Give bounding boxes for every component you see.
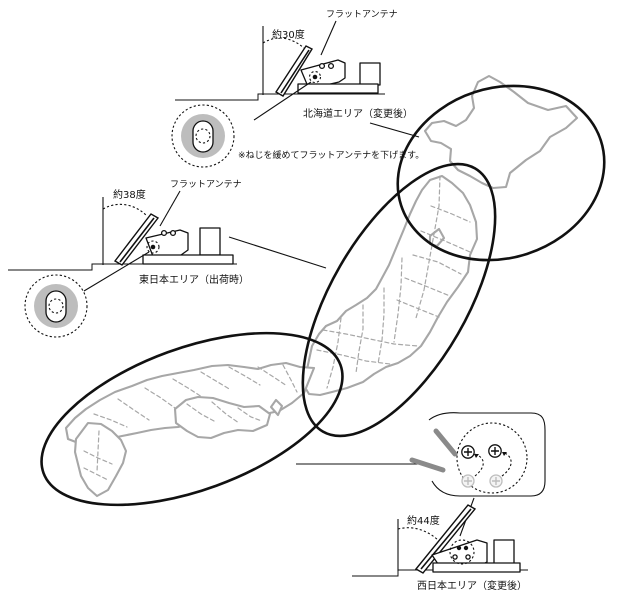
hokkaido-antenna-detail: 約30度 フラットアンテナ 北海道エリア（変更後） ※ねじを緩めてフラットアンテ… bbox=[171, 9, 424, 168]
west-screw-dot-1 bbox=[456, 545, 462, 551]
hokkaido-screw-head bbox=[195, 128, 211, 144]
hokkaido-angle-label: 約30度 bbox=[272, 28, 305, 41]
awaji-island bbox=[269, 398, 284, 417]
east-screw-center bbox=[150, 244, 156, 250]
leader-east-japan bbox=[228, 236, 327, 269]
hokkaido-note-label: ※ねじを緩めてフラットアンテナを下げます。 bbox=[238, 149, 424, 161]
west-japan-antenna-detail: 約44度 西日本エリア（変更後） bbox=[352, 412, 546, 592]
east-screw-slot bbox=[45, 290, 67, 323]
plus-screw-icon-top-right bbox=[491, 447, 499, 455]
hokkaido-hole-1 bbox=[318, 62, 326, 70]
hokkaido-antenna-face-line bbox=[280, 49, 310, 94]
plus-screw-icon-bottom-left bbox=[464, 477, 472, 485]
east-base-plate bbox=[142, 254, 234, 265]
curved-arrow-head-left bbox=[474, 454, 479, 458]
prefecture-lines-tohoku bbox=[396, 175, 471, 319]
east-hole-1 bbox=[160, 229, 168, 237]
east-japan-region-ellipse bbox=[301, 162, 497, 438]
east-angle-arc bbox=[102, 203, 148, 217]
hokkaido-screw-dashed-circle bbox=[308, 70, 322, 84]
leader-hokkaido bbox=[369, 122, 420, 138]
east-angle-label: 約38度 bbox=[113, 188, 146, 201]
hokkaido-antenna-label: フラットアンテナ bbox=[326, 9, 398, 20]
prefecture-lines-west bbox=[83, 364, 298, 481]
east-antenna-leader bbox=[159, 190, 181, 227]
hokkaido-outline bbox=[423, 74, 579, 190]
hokkaido-angle-arc bbox=[262, 37, 305, 49]
west-screw-dashed-circle bbox=[449, 539, 475, 565]
kyushu-outline bbox=[73, 421, 128, 498]
east-antenna-face-line bbox=[119, 217, 155, 263]
west-lever-line-2 bbox=[409, 457, 446, 473]
east-region-label: 東日本エリア（出荷時） bbox=[139, 273, 249, 286]
west-angle-arc bbox=[397, 527, 439, 541]
west-adjust-panel-outline bbox=[428, 412, 546, 497]
hokkaido-base-plate bbox=[297, 83, 379, 94]
east-screw-head bbox=[48, 298, 64, 314]
east-japan-antenna-detail: 約38度 フラットアンテナ 東日本エリア（出荷時） bbox=[8, 179, 249, 338]
west-screw-dot-4 bbox=[465, 554, 471, 560]
east-screw-zoom-ring bbox=[24, 274, 88, 338]
west-screw-dot-3 bbox=[452, 554, 458, 560]
hokkaido-hole-2 bbox=[327, 62, 335, 70]
hokkaido-screw-leader bbox=[253, 81, 312, 121]
plus-screw-icon-bottom-right bbox=[492, 477, 500, 485]
east-screw-dashed-circle bbox=[146, 240, 160, 254]
west-base-plate bbox=[432, 562, 521, 573]
east-screw-leader bbox=[83, 251, 150, 292]
west-antenna-face-line bbox=[420, 508, 472, 570]
west-japan-region-ellipse bbox=[40, 331, 344, 507]
east-base-box bbox=[199, 227, 221, 256]
east-antenna-label: フラットアンテナ bbox=[170, 179, 242, 190]
hokkaido-screw-slot bbox=[192, 120, 214, 153]
honshu-tohoku-outline bbox=[301, 174, 479, 397]
west-adjust-dashed-circle bbox=[456, 422, 528, 494]
hokkaido-region-ellipse bbox=[396, 84, 606, 262]
hokkaido-base-box bbox=[359, 62, 381, 86]
curved-arrow-icon-right bbox=[501, 451, 512, 477]
curved-arrow-head-right bbox=[502, 452, 507, 456]
west-region-label: 西日本エリア（変更後） bbox=[417, 579, 527, 592]
hokkaido-region-label: 北海道エリア（変更後） bbox=[303, 107, 413, 120]
west-screw-dot-2 bbox=[463, 545, 469, 551]
hokkaido-screw-zoom-ring bbox=[171, 104, 235, 168]
hokkaido-antenna-leader bbox=[320, 20, 337, 56]
hokkaido-ground-line bbox=[175, 93, 385, 101]
japan-map bbox=[64, 74, 579, 498]
plus-screw-icon-top-left bbox=[464, 448, 472, 456]
west-lever-line-1 bbox=[433, 428, 458, 457]
west-angle-label: 約44度 bbox=[407, 514, 440, 527]
east-hole-2 bbox=[169, 229, 177, 237]
hokkaido-screw-center bbox=[312, 74, 318, 80]
shikoku-outline bbox=[173, 395, 272, 440]
